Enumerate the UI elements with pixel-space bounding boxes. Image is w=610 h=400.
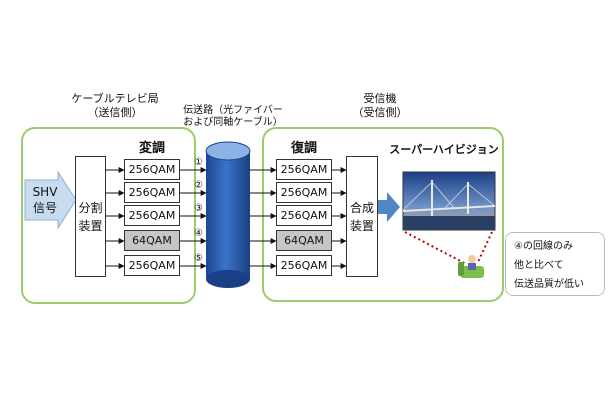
splitter-box: 分割 装置 — [75, 156, 106, 277]
modulation-title: 変調 — [138, 141, 165, 156]
station-heading: ケーブルテレビ局 — [71, 92, 159, 105]
quality-note: ④の回線のみ 他と比べて 伝送品質が低い — [505, 232, 605, 296]
modulator-4: 64QAM — [124, 230, 180, 251]
modulator-5: 256QAM — [124, 255, 180, 276]
channel-number-4: ④ — [194, 228, 203, 239]
combiner-box: 合成 装置 — [346, 156, 378, 277]
display-heading: スーパーハイビジョン — [389, 143, 499, 156]
receiver-heading: 受信機 — [363, 92, 397, 105]
path-heading: 伝送路（光ファイバー — [183, 105, 283, 116]
tv-screen-image — [402, 171, 496, 231]
channel-number-2: ② — [194, 180, 203, 191]
demodulation-title: 復調 — [290, 141, 317, 156]
demodulator-5: 256QAM — [276, 255, 332, 276]
modulator-3: 256QAM — [124, 205, 180, 226]
station-subheading: （送信側） — [87, 106, 143, 119]
transmission-path-cylinder — [205, 141, 251, 288]
demodulator-4: 64QAM — [276, 230, 332, 251]
channel-number-5: ⑤ — [194, 253, 203, 264]
input-arrow — [24, 170, 77, 230]
viewing-line-left — [404, 231, 467, 265]
modulator-1: 256QAM — [124, 159, 180, 180]
demodulator-1: 256QAM — [276, 159, 332, 180]
demodulator-2: 256QAM — [276, 182, 332, 203]
path-subheading: および同軸ケーブル） — [183, 117, 283, 128]
shv-signal-label: SHV 信号 — [32, 185, 58, 215]
combiner-arrow — [378, 192, 400, 222]
person-on-sofa-icon — [458, 255, 484, 278]
modulator-2: 256QAM — [124, 182, 180, 203]
viewing-line-right — [477, 231, 493, 263]
receiver-subheading: （受信側） — [352, 106, 408, 119]
demodulator-3: 256QAM — [276, 205, 332, 226]
channel-number-1: ① — [194, 157, 203, 168]
channel-number-3: ③ — [194, 203, 203, 214]
